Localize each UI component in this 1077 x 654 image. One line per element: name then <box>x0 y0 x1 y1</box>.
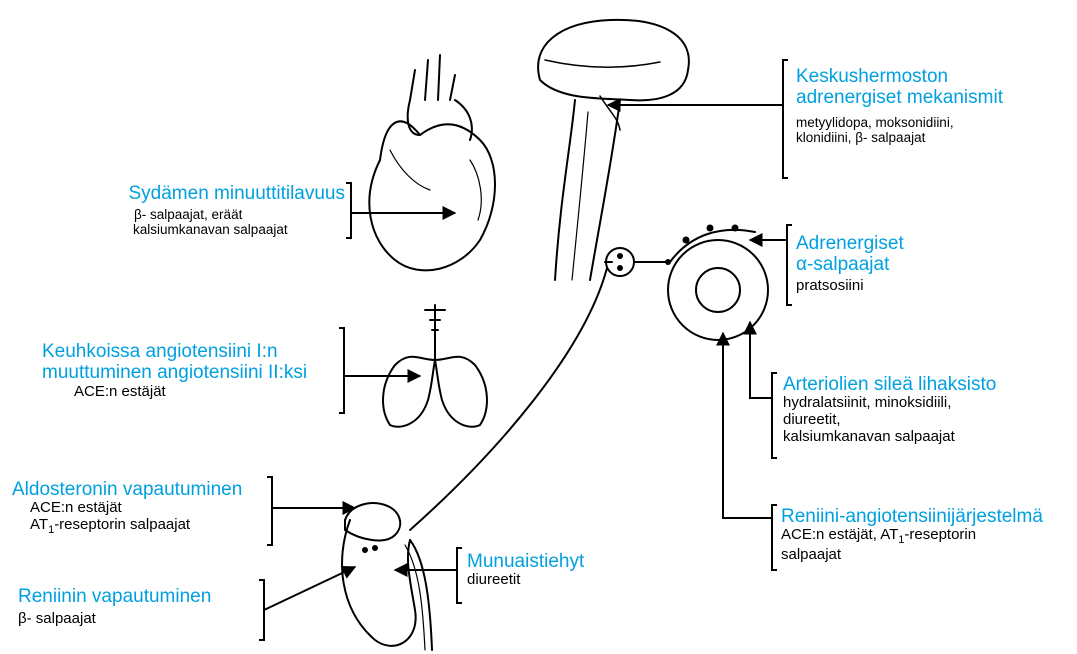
renin-system-drugs-1: ACE:n estäjät, AT1-reseptorin <box>781 527 1043 546</box>
arteriole-drugs-3: kalsiumkanavan salpaajat <box>783 429 996 446</box>
alpha-title-2: α-salpaajat <box>796 254 904 275</box>
arteriole-label: Arteriolien sileä lihaksisto hydralatsii… <box>783 374 996 446</box>
cns-title-2: adrenergiset mekanismit <box>796 87 1003 108</box>
tubule-label: Munuaistiehyt diureetit <box>467 551 584 589</box>
heart-drugs: β- salpaajat, eräät kalsiumkanavan salpa… <box>134 207 288 237</box>
lungs-title-1: Keuhkoissa angiotensiini I:n <box>42 341 307 362</box>
alpha-label: Adrenergiset α-salpaajat pratsosiini <box>796 233 904 294</box>
aldosterone-drugs-2: AT1-reseptorin salpaajat <box>12 517 242 536</box>
arteriole-drugs-2: diureetit, <box>783 412 996 429</box>
lungs-icon <box>383 305 487 427</box>
renin-system-drugs-2: salpaajat <box>781 547 1043 564</box>
tubule-drugs-1: diureetit <box>467 572 584 589</box>
renin-system-title: Reniini-angiotensiinijärjestelmä <box>781 506 1043 527</box>
cns-title-1: Keskushermoston <box>796 66 1003 87</box>
heart-icon <box>369 55 495 270</box>
lungs-drugs-1: ACE:n estäjät <box>42 384 307 401</box>
renin-release-label: Reniinin vapautuminen β- salpaajat <box>18 586 211 628</box>
nerve-connection <box>410 268 607 530</box>
brain-icon <box>538 20 689 280</box>
lungs-title-2: muuttuminen angiotensiini II:ksi <box>42 362 307 383</box>
ganglion-icon <box>605 248 670 276</box>
kidney-icon <box>342 503 432 650</box>
renin-release-title: Reniinin vapautuminen <box>18 586 211 607</box>
arteriole-title: Arteriolien sileä lihaksisto <box>783 374 996 395</box>
cns-label: Keskushermoston adrenergiset mekanismit … <box>796 66 1003 145</box>
heart-label: Sydämen minuuttitilavuus <box>129 183 346 204</box>
aldosterone-label: Aldosteronin vapautuminen ACE:n estäjät … <box>12 479 242 536</box>
alpha-drugs-1: pratsosiini <box>796 278 904 295</box>
renin-release-drugs-1: β- salpaajat <box>18 611 211 628</box>
lungs-label: Keuhkoissa angiotensiini I:n muuttuminen… <box>42 341 307 400</box>
heart-drugs-1: β- salpaajat, eräät <box>134 207 288 222</box>
arteriole-icon <box>668 230 768 340</box>
heart-title: Sydämen minuuttitilavuus <box>129 183 346 204</box>
aldosterone-title: Aldosteronin vapautuminen <box>12 479 242 500</box>
cns-drugs-1: metyylidopa, moksonidiini, <box>796 115 1003 130</box>
arteriole-drugs-1: hydralatsiinit, minoksidiili, <box>783 395 996 412</box>
heart-drugs-2: kalsiumkanavan salpaajat <box>133 222 288 237</box>
tubule-title: Munuaistiehyt <box>467 551 584 572</box>
aldosterone-drugs-1: ACE:n estäjät <box>12 500 242 517</box>
renin-system-label: Reniini-angiotensiinijärjestelmä ACE:n e… <box>781 506 1043 563</box>
alpha-title-1: Adrenergiset <box>796 233 904 254</box>
cns-drugs-2: klonidiini, β- salpaajat <box>796 130 1003 145</box>
